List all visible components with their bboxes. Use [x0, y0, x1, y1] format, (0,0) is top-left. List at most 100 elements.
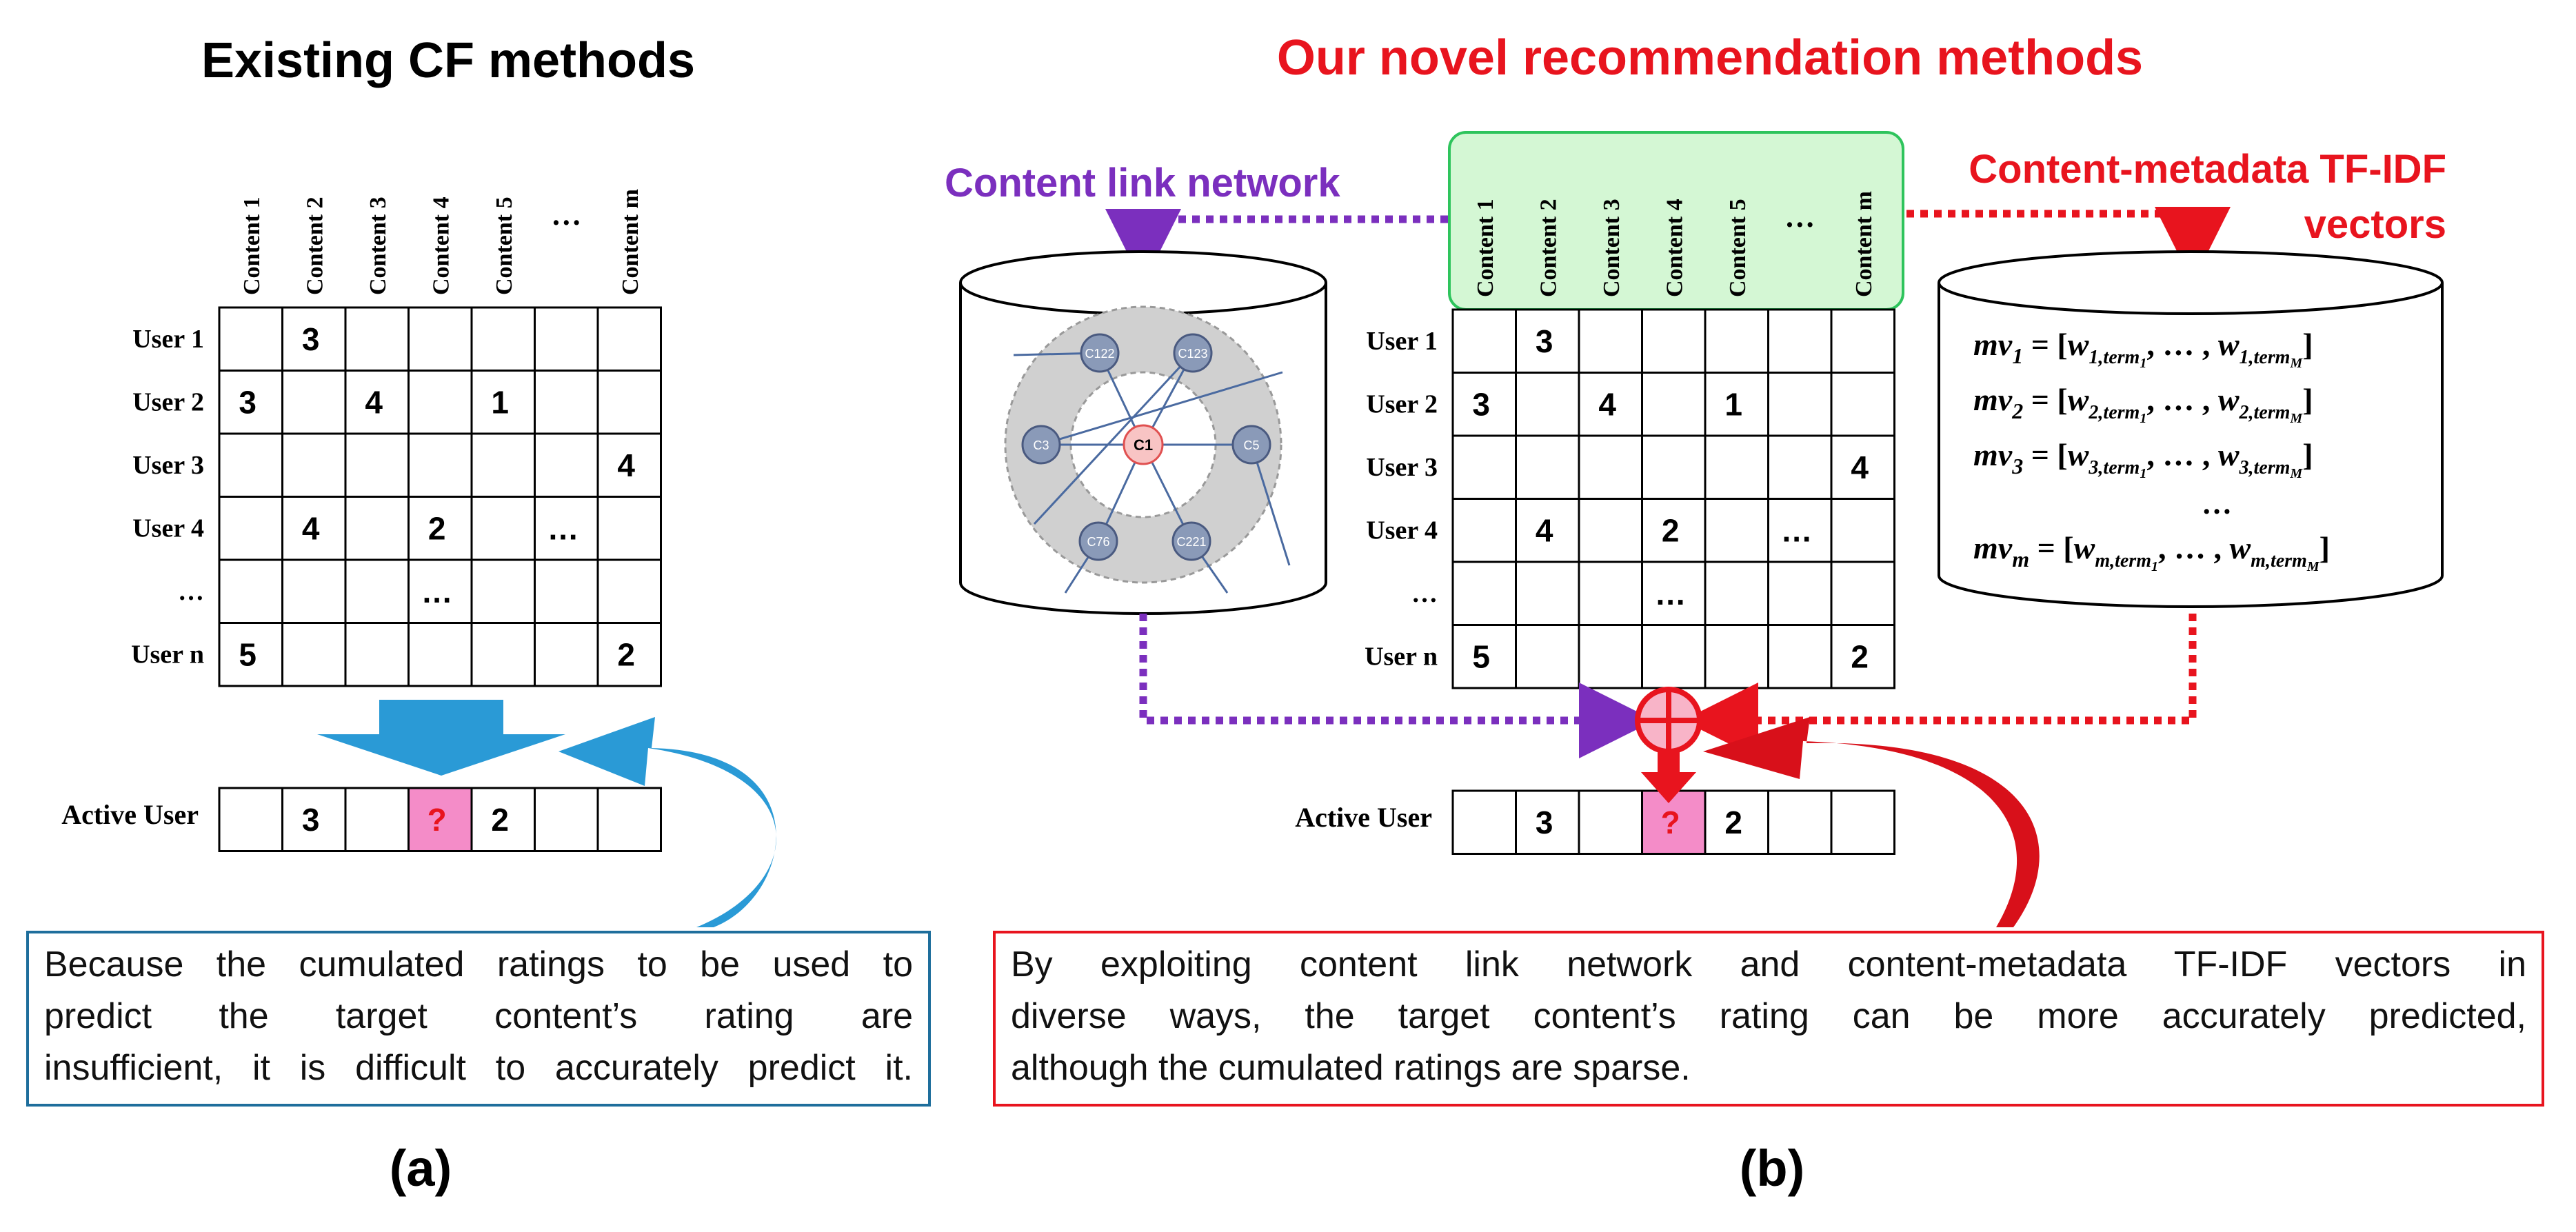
matrix-cell [596, 496, 662, 561]
rating-value: 4 [1536, 512, 1553, 548]
matrix-cell [218, 432, 283, 498]
row-label: User 4 [1366, 516, 1438, 545]
rating-value: 1 [491, 384, 509, 420]
matrix-cell [1767, 372, 1833, 437]
matrix-cell [1451, 561, 1517, 626]
matrix-cell [1767, 624, 1833, 689]
active-cell [1515, 789, 1580, 855]
node-label: C1 [1134, 436, 1153, 454]
matrix-cell [1641, 624, 1707, 689]
matrix-cell [281, 432, 347, 498]
matrix-cell [218, 496, 283, 561]
matrix-cell [1830, 624, 1895, 689]
left-title: Existing CF methods [201, 33, 695, 88]
matrix-cell [1767, 434, 1833, 500]
matrix-cell [1451, 434, 1517, 500]
row-label: User 1 [1366, 327, 1438, 356]
tfidf-vectors: mv1 = [w1,term1, … , w1,termM]mv2 = [w2,… [1973, 327, 2330, 574]
active-cell [218, 787, 283, 852]
matrix-cell [534, 496, 599, 561]
rating-value: 2 [617, 636, 635, 672]
tfidf-vector: mv3 = [w3,term1, … , w3,termM] [1973, 437, 2313, 481]
matrix-cell [218, 558, 283, 624]
tfidf-vector: mv2 = [w2,term1, … , w2,termM] [1973, 382, 2313, 426]
rating-value: 3 [1472, 386, 1490, 422]
matrix-cell [1830, 308, 1895, 374]
matrix-cell [1704, 624, 1769, 689]
rating-value: 3 [302, 802, 320, 838]
curved-arrow [559, 717, 776, 927]
tfidf-vector: mvm = [wm,term1, … , wm,termM] [1973, 530, 2330, 574]
unknown-rating: ? [1661, 805, 1680, 840]
matrix-cell [1515, 561, 1580, 626]
matrix-cell [1704, 308, 1769, 374]
matrix-cell [1578, 624, 1643, 689]
rating-value: 4 [1598, 386, 1616, 422]
matrix-cell [1830, 561, 1895, 626]
active-cell [281, 787, 347, 852]
matrix-cell [1578, 434, 1643, 500]
matrix-cell [1767, 308, 1833, 374]
network-node [1173, 333, 1213, 373]
right-panel-label: (b) [1740, 1140, 1805, 1197]
node-label: C123 [1178, 347, 1207, 361]
matrix-cell [1830, 372, 1895, 437]
left-panel-label: (a) [390, 1140, 452, 1197]
column-header: Content 2 [1536, 199, 1561, 297]
matrix-cell [344, 558, 410, 624]
matrix-cell [1641, 434, 1707, 500]
rating-value: 4 [302, 510, 320, 546]
rating-value: 2 [1724, 805, 1742, 840]
rating-value: 5 [239, 636, 256, 672]
tfidf-label-line2: vectors [2304, 202, 2446, 247]
matrix-cell [407, 370, 473, 435]
matrix-cell [1515, 372, 1580, 437]
matrix-cell [534, 306, 599, 372]
rating-value: 3 [239, 384, 256, 420]
matrix-cell [470, 306, 536, 372]
matrix-cell [281, 496, 347, 561]
matrix-cell [1515, 308, 1580, 374]
rating-value: 3 [302, 321, 320, 357]
matrix-cell [344, 496, 410, 561]
column-header: … [1784, 200, 1815, 234]
rating-value: 1 [1724, 386, 1742, 422]
row-label: User 3 [132, 451, 204, 480]
matrix-cell [1704, 434, 1769, 500]
active-cell [1578, 789, 1643, 855]
active-user-label: Active User [61, 799, 199, 830]
column-header: Content 1 [1473, 199, 1498, 297]
rating-value: 4 [1851, 450, 1869, 485]
matrix-cell [218, 622, 283, 687]
rating-value: … [1781, 512, 1813, 548]
active-cell [534, 787, 599, 852]
right-title: Our novel recommendation methods [1277, 30, 2143, 85]
network-node [1231, 425, 1271, 465]
row-label: User 3 [1366, 453, 1438, 482]
rating-value: 2 [428, 510, 446, 546]
active-cell [1704, 789, 1769, 855]
target-cell [407, 787, 473, 852]
rating-value: … [421, 574, 453, 609]
node-label: C122 [1085, 347, 1114, 361]
matrix-cell [596, 370, 662, 435]
row-label: User n [1365, 642, 1438, 671]
combiner-icon [1635, 687, 1702, 754]
node-label: C5 [1243, 438, 1259, 452]
column-header: Content 5 [492, 196, 517, 295]
active-cell [1767, 789, 1833, 855]
matrix-cell [470, 622, 536, 687]
column-header: … [551, 198, 581, 232]
active-cell [470, 787, 536, 852]
row-label: User 2 [132, 387, 204, 416]
matrix-cell [534, 432, 599, 498]
rating-value: … [547, 510, 579, 546]
tfidf-label-line1: Content-metadata TF-IDF [1969, 147, 2446, 192]
active-cell [596, 787, 662, 852]
matrix-cell [596, 622, 662, 687]
node-label: C221 [1176, 535, 1206, 549]
combiner-down-arrow [1641, 751, 1696, 803]
